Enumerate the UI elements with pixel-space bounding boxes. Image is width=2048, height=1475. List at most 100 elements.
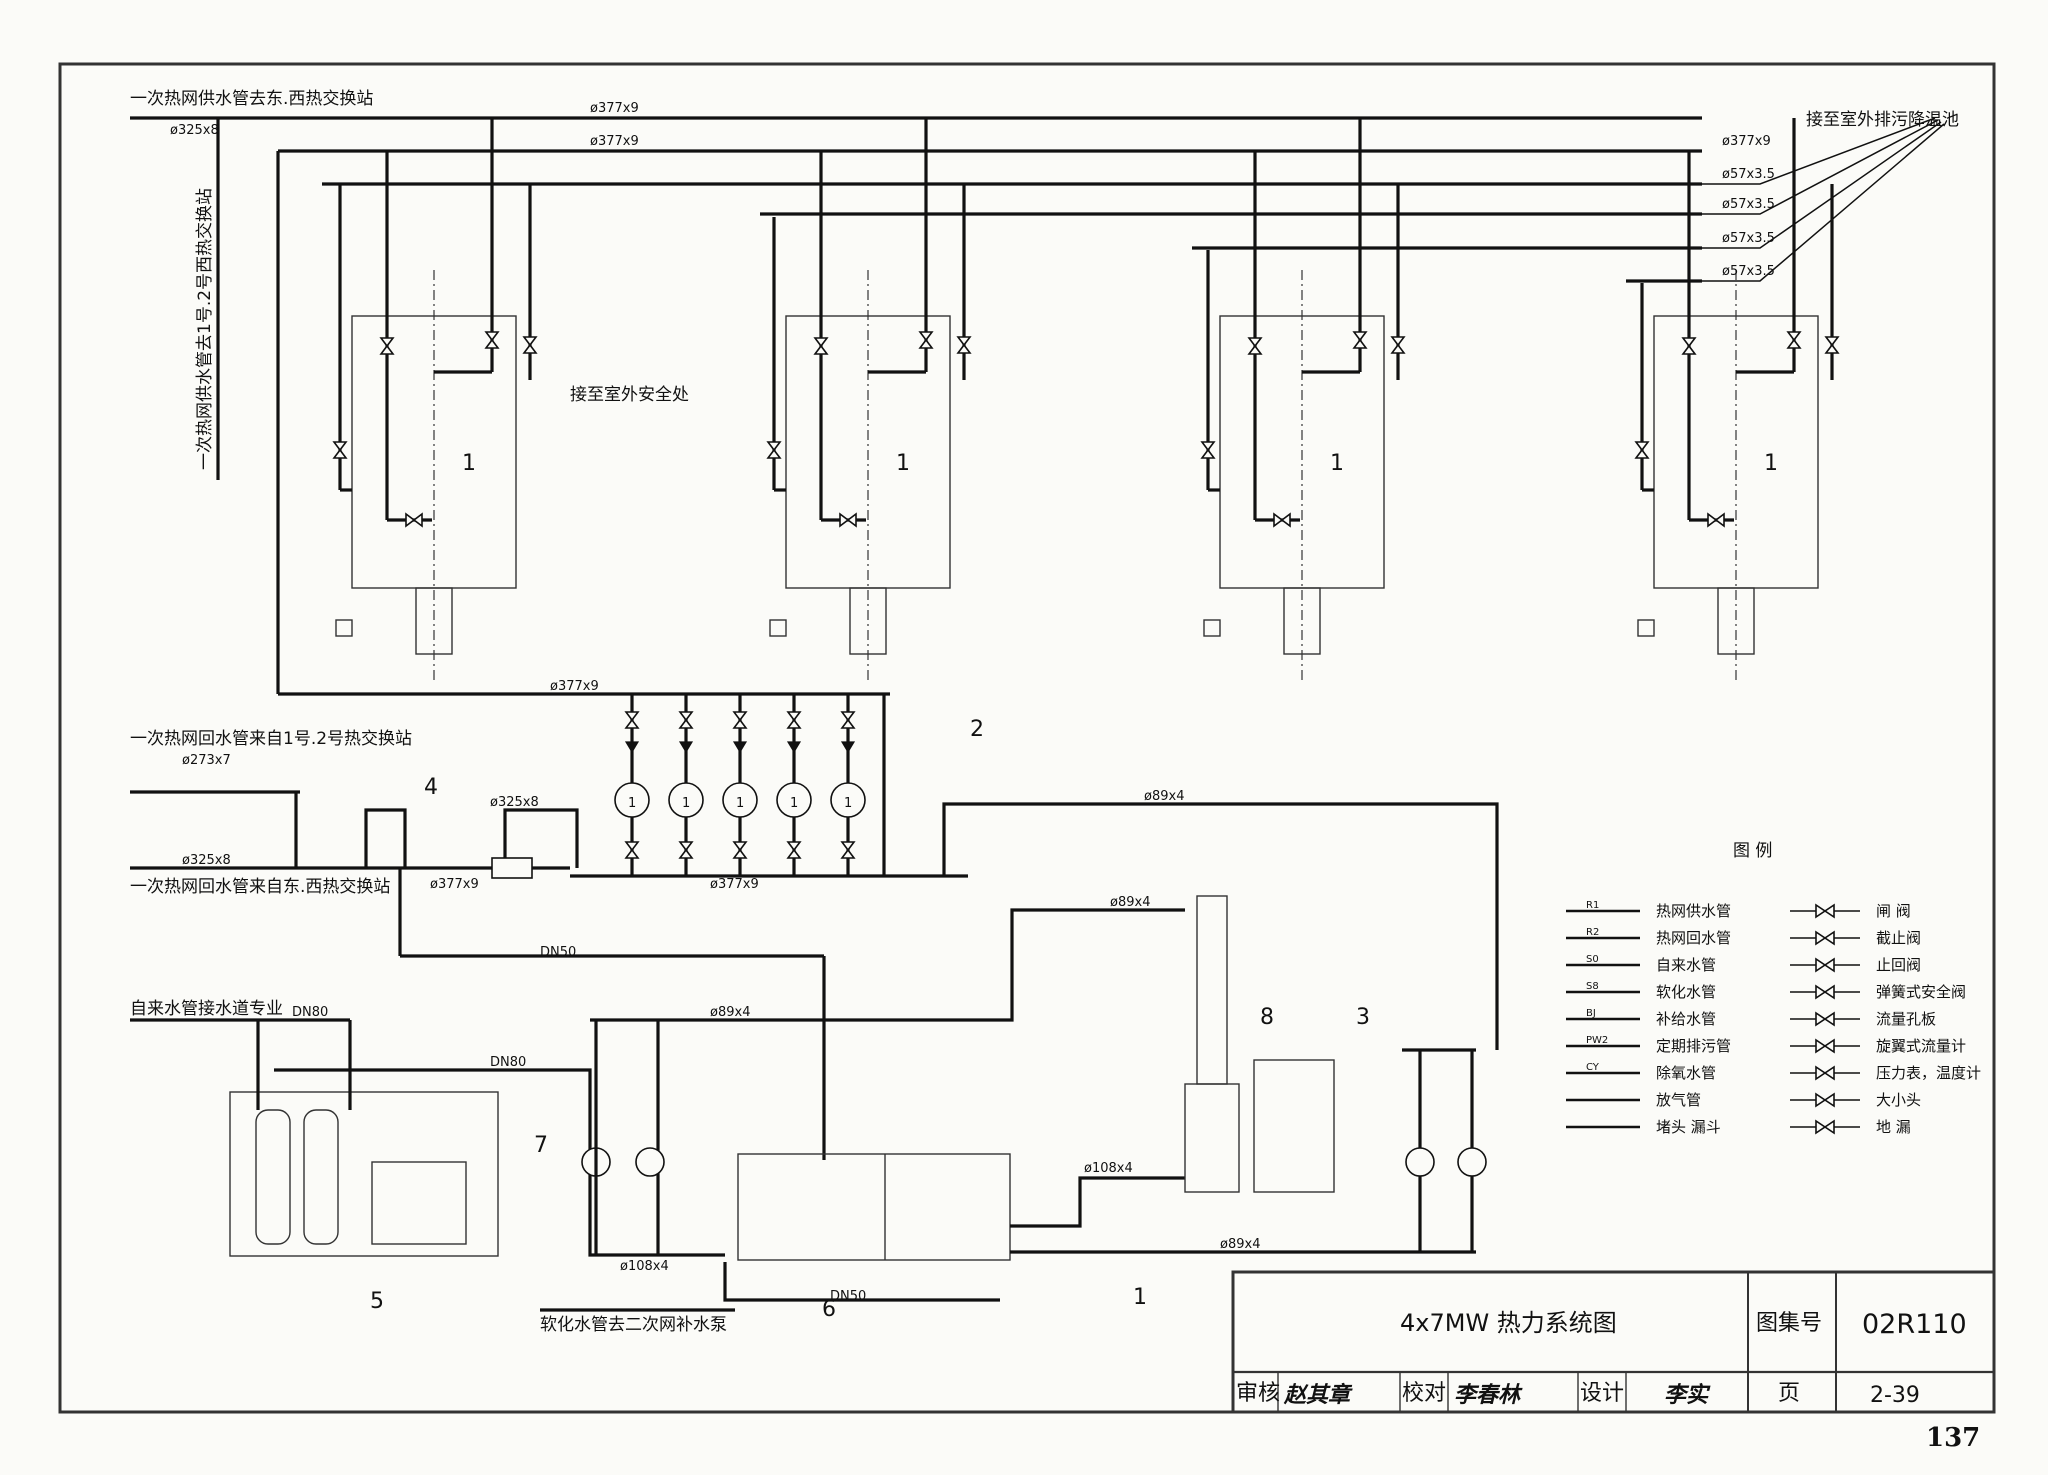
legend-valve-icon [1815, 1011, 1835, 1027]
brine-tank [371, 1161, 467, 1245]
legend-title: 图 例 [1733, 841, 1772, 861]
legend-label: 除氧水管 [1656, 1064, 1716, 1082]
softener-tank-2 [303, 1109, 339, 1245]
legend-valve-icon [1815, 930, 1835, 946]
legend-valve-icon [1815, 1065, 1835, 1081]
circulation-pump: 1 [668, 694, 704, 876]
legend-code: BJ [1586, 1008, 1596, 1019]
legend-label: 止回阀 [1876, 956, 1921, 974]
gate-valve [786, 841, 802, 859]
label-return-from-ew: 一次热网回水管来自东.西热交换站 [130, 877, 390, 897]
softener-room [229, 1091, 499, 1257]
check-valve [840, 741, 856, 754]
boiler-unit: 1 [766, 118, 972, 680]
pipe-label-collector: ø377x9 [550, 679, 599, 694]
boiler-tag-text: 1 [896, 451, 910, 476]
check-valve [732, 741, 748, 754]
gate-valve [484, 331, 500, 349]
sheet-number: 137 [1926, 1423, 1980, 1453]
boiler-unit: 1 [1200, 118, 1406, 680]
gate-valve [678, 841, 694, 859]
callout-1: 1 [1133, 1285, 1147, 1310]
gate-valve [1273, 512, 1291, 528]
pump-body [614, 782, 650, 818]
gate-valve [1352, 331, 1368, 349]
circulation-pump: 1 [776, 694, 812, 876]
gate-valve [1200, 441, 1216, 459]
gate-valve [1824, 336, 1840, 354]
pump-number: 1 [790, 796, 798, 811]
callout-2: 2 [970, 717, 984, 742]
gate-valve [379, 337, 395, 355]
gate-valve [1247, 337, 1263, 355]
legend-label: 补给水管 [1656, 1010, 1716, 1028]
label-supply-to-ew: 一次热网供水管去东.西热交换站 [130, 89, 373, 109]
callout-8: 8 [1260, 1005, 1274, 1030]
check-valve [678, 741, 694, 754]
drain-box [769, 619, 787, 637]
circulation-pump: 1 [614, 694, 650, 876]
callout-4: 4 [424, 775, 438, 800]
legend-valve-icon [1815, 957, 1835, 973]
pipe-label-r2-size-east: ø377x9 [1722, 134, 1771, 149]
legend-label: 弹簧式安全阀 [1876, 983, 1966, 1001]
pump-number: 1 [628, 796, 636, 811]
makeup-pump-a-body [1405, 1147, 1435, 1177]
drain-box [335, 619, 353, 637]
gate-valve [1681, 337, 1697, 355]
legend-label: 堵头 漏斗 [1656, 1118, 1721, 1136]
pipe-label-d325-filter: ø325x8 [490, 795, 539, 810]
pump-number: 1 [844, 796, 852, 811]
legend-code: PW2 [1586, 1035, 1608, 1046]
gate-valve [1707, 512, 1725, 528]
deaerator-tank [1253, 1059, 1335, 1193]
legend-code: R2 [1586, 927, 1599, 938]
label-softened-to-pump: 软化水管去二次网补水泵 [540, 1315, 727, 1335]
callout-7: 7 [534, 1133, 548, 1158]
gate-valve [624, 841, 640, 859]
title-block-atlas-label: 图集号 [1756, 1311, 1822, 1336]
pipe-label-dn80-soft: DN80 [490, 1055, 526, 1070]
makeup-pump-b-body [1457, 1147, 1487, 1177]
gate-valve [1390, 336, 1406, 354]
boiler-tag-text: 1 [1330, 451, 1344, 476]
title-block-page-label: 页 [1778, 1381, 1800, 1406]
soft-water-to-deaerator [590, 908, 1185, 1022]
legend-valve-icon [1815, 1038, 1835, 1054]
title-block-designer: 李实 [1664, 1382, 1711, 1408]
pump-number: 1 [736, 796, 744, 811]
pipe-label-dn50: DN50 [540, 945, 576, 960]
sewage-leader-lines [1702, 117, 1945, 282]
drawing-frame [58, 62, 1996, 1414]
pipe-label-pw-1: ø57x3.5 [1722, 167, 1775, 182]
title-block-check: 校对 [1402, 1381, 1446, 1406]
gate-valve [956, 336, 972, 354]
drain-box [1637, 619, 1655, 637]
pipe-label-d108-pump: ø108x4 [620, 1259, 669, 1274]
pipe-label-pw-3: ø57x3.5 [1722, 231, 1775, 246]
title-block-reviewer: 赵其章 [1283, 1382, 1353, 1408]
title-block-page-no: 2-39 [1870, 1383, 1920, 1408]
legend-label: 旋翼式流量计 [1876, 1037, 1966, 1055]
title-block-design: 设计 [1580, 1381, 1624, 1406]
pipe-label-d108: ø108x4 [1084, 1161, 1133, 1176]
gate-valve [813, 337, 829, 355]
deaerator-body [1184, 1083, 1240, 1193]
label-return-from-12: 一次热网回水管来自1号.2号热交换站 [130, 729, 412, 749]
circulation-pump: 1 [722, 694, 758, 876]
pipe-label-r2-size: ø377x9 [590, 134, 639, 149]
pipe-label-bj: ø89x4 [1144, 789, 1184, 804]
pipe-label-r1-size: ø377x9 [590, 101, 639, 116]
pipe-label-d325-return: ø325x8 [182, 853, 231, 868]
legend-code: R1 [1586, 900, 1599, 911]
boiler-tag-text: 1 [462, 451, 476, 476]
title-block-checker: 李春林 [1454, 1383, 1523, 1408]
legend-label: 自来水管 [1656, 956, 1716, 974]
label-supply-to-12-west: 一次热网供水管去1号.2号西热交换站 [195, 188, 215, 470]
gate-valve [839, 512, 857, 528]
deaerator-column [1196, 895, 1228, 1085]
water-treatment [130, 895, 1487, 1312]
